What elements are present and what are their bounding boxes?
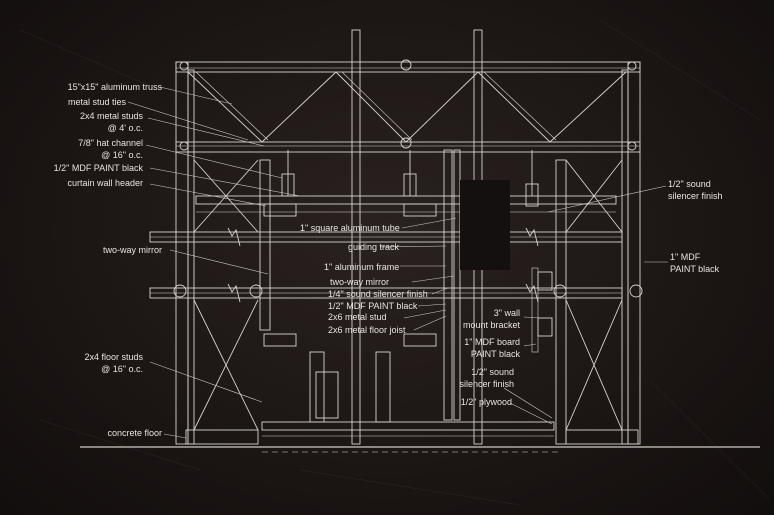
label-mdf-board-1: 1" MDF board [464,337,520,347]
label-two-way-mirror-left: two-way mirror [103,245,162,255]
label-aluminum-frame: 1" aluminum frame [324,262,399,272]
label-curtain-header: curtain wall header [67,178,143,188]
label-stud-ties: metal stud ties [68,97,127,107]
label-right-mdf-1: 1" MDF [670,252,701,262]
label-two-way-mirror-center: two-way mirror [330,277,389,287]
label-hat-channel-1: 7/8" hat channel [78,138,143,148]
label-hat-channel-2: @ 16" o.c. [101,150,143,160]
label-sound-silencer-2: silencer finish [459,379,514,389]
label-floor-studs-2: @ 16" o.c. [101,364,143,374]
label-aluminum-truss: 15"x15" aluminum truss [68,82,163,92]
label-mdf-half-center: 1/2" MDF PAINT black [328,301,418,311]
label-metal-studs-2: @ 4' o.c. [108,123,143,133]
label-mdf-board-2: PAINT black [471,349,521,359]
label-metal-studs-1: 2x4 metal studs [80,111,144,121]
label-wall-bracket-2: mount bracket [463,320,521,330]
label-2x6-joist: 2x6 metal floor joist [328,325,406,335]
label-guiding-track: guiding track [348,242,400,252]
structure [149,29,643,453]
label-right-silencer-2: silencer finish [668,191,723,201]
label-plywood: 1/2" plywood [461,397,512,407]
label-square-tube: 1" square aluminum tube [300,223,400,233]
label-2x6-stud: 2x6 metal stud [328,312,387,322]
leader-lines [127,86,668,439]
label-floor-studs-1: 2x4 floor studs [84,352,143,362]
label-right-mdf-2: PAINT black [670,264,720,274]
label-right-silencer-1: 1/2" sound [668,179,711,189]
label-sound-silencer-1: 1/2" sound [471,367,514,377]
label-wall-bracket-1: 3" wall [494,308,520,318]
label-concrete-floor: concrete floor [107,428,162,438]
callout-labels: 15"x15" aluminum truss metal stud ties 2… [54,82,723,438]
label-quarter-silencer: 1/4" sound silencer finish [328,289,428,299]
scratch-texture [19,19,771,506]
label-mdf-half: 1/2" MDF PAINT black [54,163,144,173]
